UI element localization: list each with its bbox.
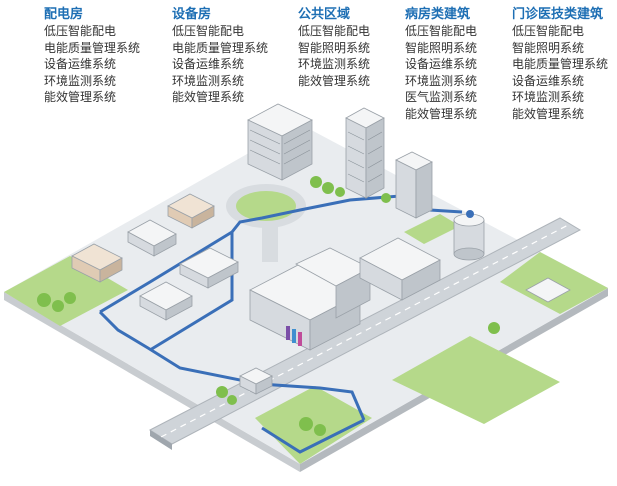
legend-item: 能效管理系统 [44,90,117,104]
grass-southeast [392,336,560,424]
legend-item: 能效管理系统 [298,73,371,88]
central-complex [249,247,371,351]
network-line-south [98,310,366,421]
legend-public-area: 公共区域 低压智能配电 智能照明系统 环境监测系统 能效管理系统 [298,6,370,89]
legend-item: 智能照明系统 [512,40,585,55]
legend-item: 环境监测系统 [298,57,371,71]
legend-item: 设备运维系统 [512,73,585,88]
legend-item: 智能照明系统 [405,40,478,55]
legend-ward-building: 病房类建筑 低压智能配电 智能照明系统 设备运维系统 环境监测系统 医气监测系统… [405,6,477,122]
legend-item: 设备运维系统 [405,57,478,71]
platform-left-side [4,292,300,472]
tower2-right [415,161,433,219]
legend-item: 设备运维系统 [44,57,117,71]
legend-item: 环境监测系统 [44,73,117,88]
trees [37,176,500,436]
legend-title: 病房类建筑 [405,7,471,22]
legend-item: 智能照明系统 [298,40,371,55]
building-small-5 [139,281,193,321]
legend-item: 环境监测系统 [512,90,585,104]
legend-item: 能效管理系统 [172,90,245,104]
legend-distribution-room: 配电房 低压智能配电 电能质量管理系统 设备运维系统 环境监测系统 能效管理系统 [44,6,140,106]
grass-patch [404,214,460,244]
parking-east [525,277,571,303]
tower-windows [347,131,383,183]
legend-item: 低压智能配电 [44,24,117,38]
legend-title: 配电房 [44,7,84,22]
tower-left [345,117,367,199]
network-line-middle [149,232,234,352]
legend-item: 低压智能配电 [405,24,478,38]
legend-item: 设备运维系统 [172,57,245,71]
building-small-4 [179,247,239,289]
legend-item: 电能质量管理系统 [44,40,141,55]
highway-side [150,430,172,450]
building-nw-right [281,119,313,181]
legend-equipment-room: 设备房 低压智能配电 电能质量管理系统 设备运维系统 环境监测系统 能效管理系统 [172,6,268,106]
legend-outpatient-building: 门诊医技类建筑 低压智能配电 智能照明系统 电能质量管理系统 设备运维系统 环境… [512,6,608,122]
legend-item: 电能质量管理系统 [172,40,269,55]
legend-item: 医气监测系统 [405,90,478,104]
legend-title: 门诊医技类建筑 [512,7,604,22]
legend-item: 电能质量管理系统 [512,57,609,71]
network-line-loop [261,418,365,454]
tower-right [365,117,385,199]
legend-item: 能效管理系统 [405,106,478,121]
legend-item: 低压智能配电 [512,24,585,38]
grass-south [255,386,372,464]
tower2-left [395,159,417,219]
legend-item: 低压智能配电 [298,24,371,38]
pavilion-south [239,367,273,395]
east-complex [359,237,441,301]
legend-item: 环境监测系统 [405,73,478,88]
legend-title: 设备房 [172,7,212,22]
building-nw-windows [249,129,311,165]
building-small-2 [127,219,177,257]
legend-item: 能效管理系统 [512,106,585,121]
legend-item: 环境监测系统 [172,73,245,88]
legend-title: 公共区域 [298,7,351,22]
legend-item: 低压智能配电 [172,24,245,38]
cylinder-building [453,210,485,261]
building-small-3 [71,243,123,283]
building-small-1 [167,193,215,229]
